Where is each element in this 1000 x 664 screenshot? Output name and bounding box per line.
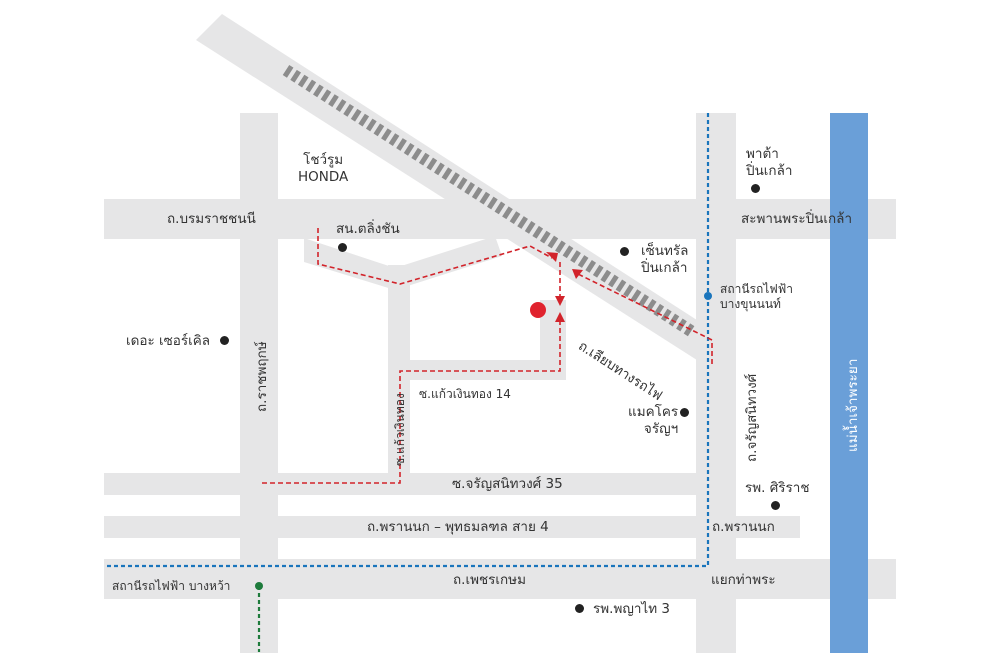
dot-pata-pinklao bbox=[751, 184, 760, 193]
label-charansanitwong: ถ.จรัญสนิทวงศ์ bbox=[744, 373, 760, 462]
road-soi-charan-35 bbox=[104, 473, 696, 495]
label-the-circle: เดอะ เซอร์เคิล bbox=[126, 333, 211, 349]
blue-line-mrt bbox=[104, 113, 710, 568]
label-phyathai3: รพ.พญาไท 3 bbox=[593, 601, 670, 617]
route-directions bbox=[262, 228, 713, 484]
label-bang-khun-non-line2: บางขุนนนท์ bbox=[720, 297, 781, 311]
road-side-lane bbox=[410, 360, 562, 380]
road-soi-kaeo-ngoen-thong bbox=[388, 265, 410, 475]
label-honda-showroom: โชว์รูม HONDA bbox=[298, 152, 348, 186]
label-makro-charan: แมคโคร จรัญฯ bbox=[628, 404, 678, 438]
label-chao-phraya-river: แม่น้ำเจ้าพระยา bbox=[845, 358, 861, 452]
route-arrows bbox=[546, 252, 583, 322]
label-siriraj: รพ. ศิริราช bbox=[745, 480, 810, 496]
route-from-borommaratchachonnani bbox=[317, 228, 553, 285]
arrow-top-right bbox=[572, 269, 583, 279]
route-from-liap-rotfai bbox=[577, 273, 713, 364]
roads bbox=[104, 14, 896, 653]
road-phrannok-phutthamonthon bbox=[104, 516, 800, 538]
label-soi-charan-35: ซ.จรัญสนิทวงศ์ 35 bbox=[452, 476, 563, 492]
arrow-top-left bbox=[546, 252, 558, 262]
label-ratchaphruek: ถ.ราชพฤกษ์ bbox=[254, 341, 270, 412]
label-soi-kaeo-ngoen-thong: ซ.แก้วเงินทอง bbox=[393, 393, 407, 466]
label-pata-line2: ปิ่นเกล้า bbox=[746, 162, 793, 179]
label-central-line1: เซ็นทรัล bbox=[641, 243, 689, 259]
label-makro-line1: แมคโคร bbox=[628, 404, 679, 420]
label-tha-phra-junction: แยกท่าพระ bbox=[711, 572, 776, 588]
arrow-up-to-destination bbox=[555, 312, 565, 322]
label-central-line2: ปิ่นเกล้า bbox=[641, 259, 688, 276]
route-from-soi-charan-35 bbox=[262, 318, 561, 484]
chao-phraya-river bbox=[830, 113, 868, 653]
destination-marker bbox=[530, 302, 546, 318]
label-makro-line2: จรัญฯ bbox=[643, 420, 679, 437]
dot-makro-charan bbox=[680, 408, 689, 417]
dot-taling-chan-office bbox=[338, 243, 347, 252]
dot-siriraj bbox=[771, 501, 780, 510]
arrow-to-destination bbox=[555, 296, 565, 306]
road-soi-kaeo-ngoen-thong-14 bbox=[304, 236, 502, 290]
label-honda-line2: HONDA bbox=[298, 168, 349, 185]
label-bang-wa-station: สถานีรถไฟฟ้า บางหว้า bbox=[112, 579, 231, 593]
road-railway-diagonal bbox=[196, 14, 700, 362]
label-phetkasem: ถ.เพชรเกษม bbox=[453, 572, 526, 588]
label-borommaratchachonnani: ถ.บรมราชชนนี bbox=[167, 211, 256, 227]
label-phrannok: ถ.พรานนก bbox=[712, 519, 775, 535]
station-dot-bang-wa bbox=[255, 582, 263, 590]
station-dot-bang-khun-non bbox=[704, 292, 712, 300]
label-taling-chan-office: สน.ตลิ่งชัน bbox=[336, 221, 400, 237]
label-bang-khun-non-station: สถานีรถไฟฟ้า บางขุนนนท์ bbox=[720, 282, 793, 312]
label-saphan-pinklao: สะพานพระปิ่นเกล้า bbox=[741, 211, 853, 227]
dot-central-pinklao bbox=[620, 247, 629, 256]
label-bang-khun-non-line1: สถานีรถไฟฟ้า bbox=[720, 282, 794, 296]
label-honda-line1: โชว์รูม bbox=[303, 152, 344, 168]
dot-phyathai3 bbox=[575, 604, 584, 613]
label-pata-line1: พาต้า bbox=[746, 146, 779, 162]
label-central-pinklao: เซ็นทรัล ปิ่นเกล้า bbox=[641, 243, 688, 277]
label-phrannok-phutthamonthon: ถ.พรานนก – พุทธมลฑล สาย 4 bbox=[367, 519, 549, 535]
label-pata-pinklao: พาต้า ปิ่นเกล้า bbox=[746, 146, 792, 180]
dot-the-circle bbox=[220, 336, 229, 345]
label-soi-kaeo-ngoen-thong-14: ซ.แก้วเงินทอง 14 bbox=[419, 387, 511, 401]
